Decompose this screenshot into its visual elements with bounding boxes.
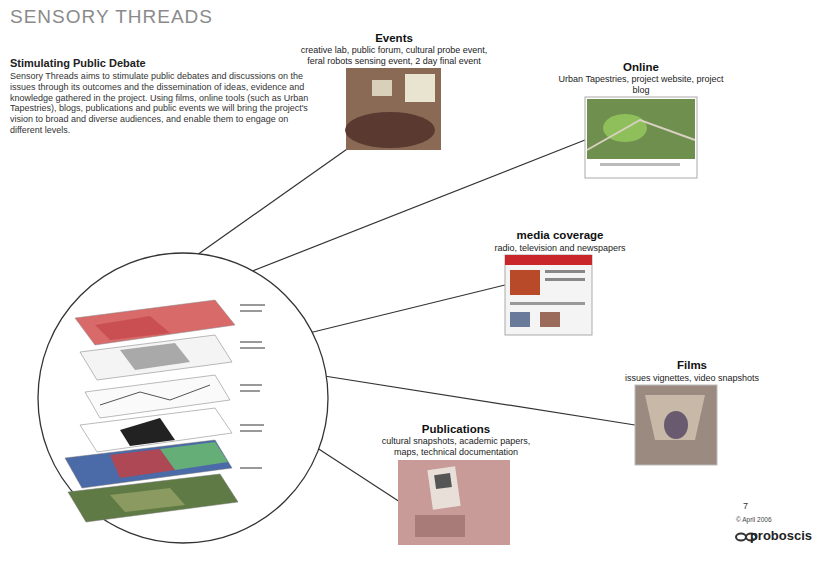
illustration-part (240, 467, 262, 469)
photo-map (587, 99, 695, 159)
illustration-part (240, 341, 262, 343)
channel-heading: Films (607, 359, 777, 373)
photo-header (505, 255, 592, 265)
photo-figure (664, 411, 688, 439)
leader-line (308, 442, 400, 502)
photo (505, 255, 592, 335)
copyright-note: © April 2006 (736, 516, 772, 524)
photo-image (510, 312, 530, 327)
layer-circle (38, 253, 328, 543)
diagram-line (100, 385, 210, 405)
circle-outline (38, 253, 328, 543)
section-heading: Stimulating Public Debate (10, 57, 330, 70)
channel-heading: Publications (381, 423, 531, 437)
leader-line (305, 285, 505, 334)
publications-photo (398, 460, 510, 545)
map-detail (120, 418, 175, 446)
channel-heading: Online (551, 61, 731, 75)
media-channel: media coverageradio, television and news… (470, 229, 650, 253)
illustration-part (240, 424, 264, 426)
photo-image (510, 270, 540, 295)
channel-items: radio, television and newspapers (470, 243, 650, 253)
logo-text: proboscis (750, 528, 812, 544)
illustration-part (240, 304, 265, 306)
photo-audience (345, 112, 435, 148)
page-number: 7 (743, 501, 748, 512)
photo-image (540, 312, 560, 327)
photo-screen (405, 74, 435, 102)
illustration-part (240, 310, 262, 312)
photo-room (645, 395, 705, 440)
media-channel: Eventscreative lab, public forum, cultur… (299, 32, 489, 66)
photo-paper (415, 515, 465, 537)
channel-items: issues vignettes, video snapshots (607, 373, 777, 383)
media-channel: OnlineUrban Tapestries, project website,… (551, 61, 731, 95)
photo-text (545, 278, 585, 281)
photo (398, 460, 510, 545)
logo-loop (736, 534, 746, 541)
channel-heading: media coverage (470, 229, 650, 243)
layer-tags (240, 305, 265, 468)
satellite-layer (68, 474, 238, 522)
channel-items: Urban Tapestries, project website, proje… (551, 74, 731, 95)
media-channel: Filmsissues vignettes, video snapshots (607, 359, 777, 383)
leader-line (318, 375, 635, 425)
leader-line (197, 147, 350, 255)
photo-booklet (427, 466, 460, 510)
events-photo (345, 68, 441, 150)
media-channel: Publicationscultural snapshots, academic… (381, 423, 531, 457)
photo-text (545, 270, 585, 273)
map-layer (80, 335, 232, 380)
photo (346, 68, 441, 150)
illustration-part (240, 390, 260, 392)
photo-road (587, 120, 695, 150)
online-photo (585, 97, 697, 178)
illustration-part (240, 430, 262, 432)
photo-screen (372, 80, 392, 96)
photo (635, 385, 717, 465)
diagram-title: SENSORY THREADS (10, 6, 213, 28)
description-text: Sensory Threads aims to stimulate public… (10, 71, 315, 136)
photo-ui (600, 163, 680, 166)
channel-items: cultural snapshots, academic papers, map… (381, 436, 531, 457)
map-detail (110, 488, 185, 512)
illustration-part (240, 347, 265, 349)
photo (585, 97, 697, 178)
map-detail (120, 343, 190, 370)
photo-text (510, 302, 585, 305)
channel-items: creative lab, public forum, cultural pro… (299, 45, 489, 66)
channel-heading: Events (299, 32, 489, 46)
illustration-part (240, 384, 262, 386)
films-photo (635, 385, 717, 465)
photo-booklet-image (434, 473, 452, 489)
media-photo (505, 255, 592, 335)
map-detail (95, 316, 170, 340)
map-detail (160, 442, 228, 470)
